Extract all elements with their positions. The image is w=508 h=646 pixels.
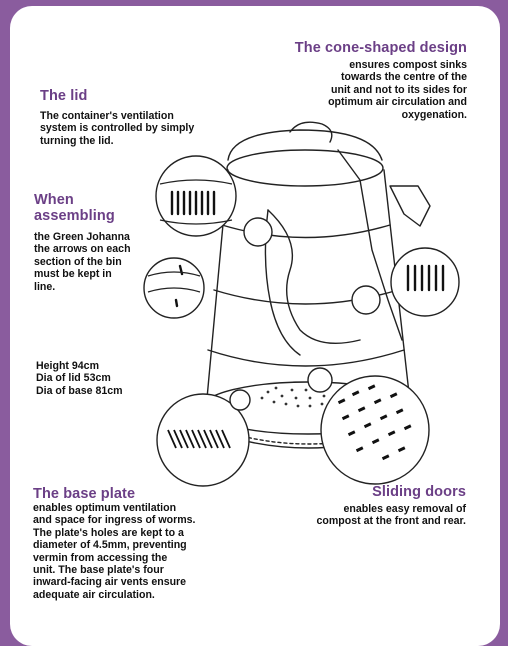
- small-detail-circle-a: [244, 218, 272, 246]
- assembling-heading: When assembling: [34, 192, 115, 224]
- height-dimension: Height 94cm: [36, 360, 123, 372]
- small-detail-circle-d: [230, 390, 250, 410]
- dimensions-list: Height 94cm Dia of lid 53cm Dia of base …: [36, 360, 123, 397]
- cone-design-description: ensures compost sinks towards the centre…: [328, 59, 467, 121]
- cone-design-heading: The cone-shaped design: [295, 40, 467, 56]
- lid-description: The container's ventilation system is co…: [40, 110, 194, 147]
- door-latch: [390, 186, 430, 226]
- side-vent-detail-circle: [391, 248, 459, 316]
- assembling-description: the Green Johanna the arrows on each sec…: [34, 231, 131, 293]
- base-plate-heading: The base plate: [33, 486, 135, 502]
- base-plate-detail-circle: [321, 376, 429, 484]
- sliding-doors-description: enables easy removal of compost at the f…: [316, 503, 466, 528]
- bin-lid: [227, 122, 383, 186]
- small-detail-circle-b: [352, 286, 380, 314]
- sliding-doors-heading: Sliding doors: [372, 484, 466, 500]
- lid-diameter: Dia of lid 53cm: [36, 372, 123, 384]
- lid-heading: The lid: [40, 88, 87, 104]
- small-detail-circle-c: [308, 368, 332, 392]
- base-diameter: Dia of base 81cm: [36, 385, 123, 397]
- base-plate-description: enables optimum ventilation and space fo…: [33, 502, 195, 601]
